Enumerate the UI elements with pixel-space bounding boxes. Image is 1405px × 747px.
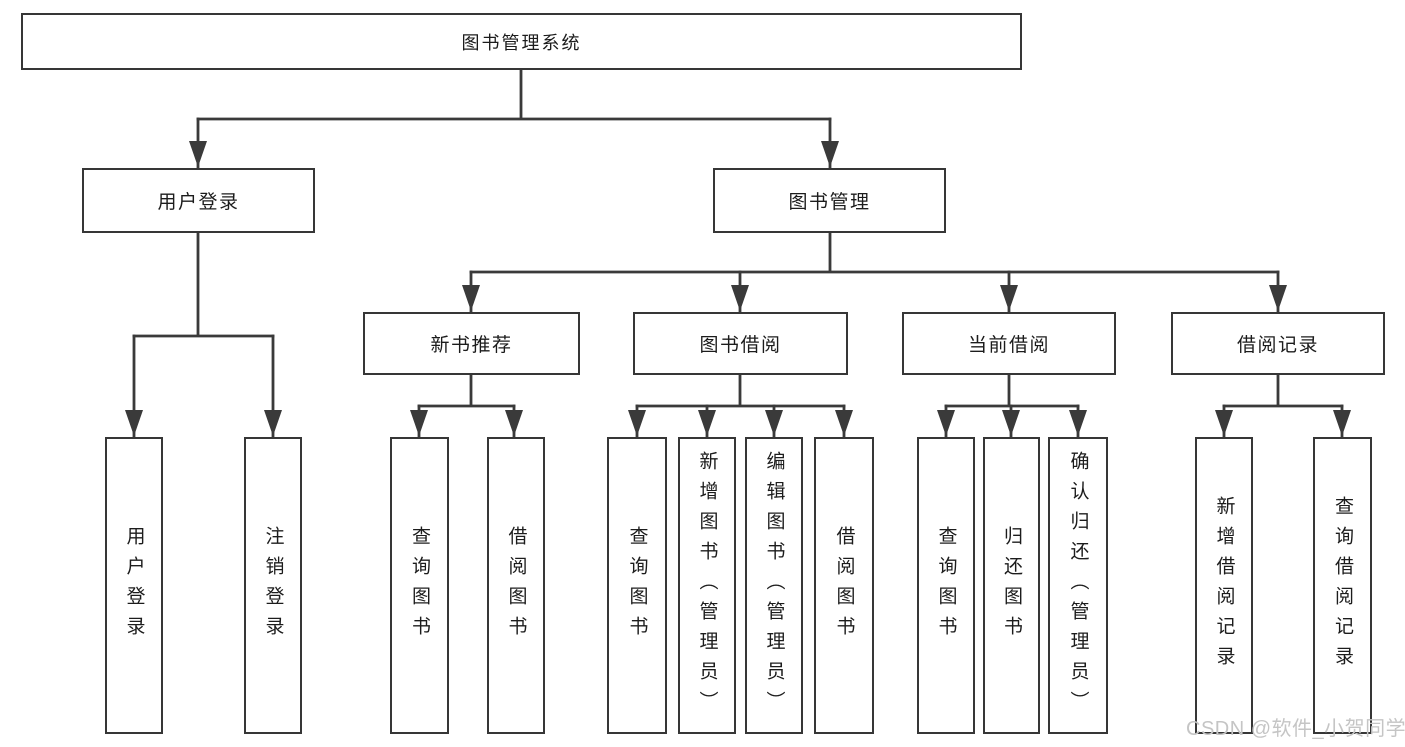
- node-label: 当前借阅: [967, 335, 1050, 356]
- node-current-borrowing: 当前借阅: [902, 312, 1116, 375]
- node-label: 注销登录: [262, 525, 284, 646]
- leaf-borrow-books-borrowing: 借阅图书: [814, 437, 874, 734]
- node-label: 查询图书: [935, 525, 957, 646]
- leaf-query-borrow-record: 查询借阅记录: [1313, 437, 1372, 734]
- leaf-user-login: 用户登录: [105, 437, 163, 734]
- leaf-query-books-borrowing: 查询图书: [607, 437, 667, 734]
- node-label: 新增借阅记录: [1213, 495, 1235, 676]
- node-label: 查询图书: [409, 525, 430, 646]
- node-label: 图书管理: [788, 192, 871, 213]
- node-label: 新增图书（管理员）: [696, 450, 718, 721]
- node-borrowing-records: 借阅记录: [1171, 312, 1385, 375]
- node-label: 用户登录: [123, 525, 145, 646]
- node-book-borrowing: 图书借阅: [633, 312, 848, 375]
- node-label: 图书借阅: [699, 335, 782, 356]
- leaf-query-books-current: 查询图书: [917, 437, 975, 734]
- node-label: 借阅记录: [1236, 335, 1319, 356]
- leaf-add-book-admin: 新增图书（管理员）: [678, 437, 736, 734]
- node-label: 用户登录: [157, 192, 240, 213]
- node-label: 借阅图书: [505, 525, 527, 646]
- csdn-watermark: CSDN @软件_小贺同学: [1186, 718, 1405, 740]
- edge-bookmgmt-trunk: [469, 230, 1280, 274]
- edge-root-trunk: [196, 67, 832, 121]
- leaf-confirm-return-admin: 确认归还（管理员）: [1048, 437, 1108, 734]
- node-label: 查询借阅记录: [1332, 495, 1353, 676]
- edge-recommend-trunk: [417, 373, 516, 408]
- node-library-management-system: 图书管理系统: [21, 13, 1022, 70]
- leaf-edit-book-admin: 编辑图书（管理员）: [745, 437, 803, 734]
- leaf-query-books-recommend: 查询图书: [390, 437, 449, 734]
- node-label: 归还图书: [1001, 525, 1022, 646]
- leaf-add-borrow-record: 新增借阅记录: [1195, 437, 1253, 734]
- node-label: 编辑图书（管理员）: [763, 450, 785, 721]
- node-label: 查询图书: [626, 525, 648, 646]
- edge-userlogin-trunk: [132, 230, 275, 338]
- leaf-return-books: 归还图书: [983, 437, 1040, 734]
- node-new-book-recommendation: 新书推荐: [363, 312, 580, 375]
- node-label: 新书推荐: [430, 335, 513, 356]
- node-label: 确认归还（管理员）: [1067, 450, 1089, 721]
- leaf-borrow-books-recommend: 借阅图书: [487, 437, 545, 734]
- node-book-management: 图书管理: [713, 168, 946, 233]
- leaf-logout: 注销登录: [244, 437, 302, 734]
- edge-borrowing-trunk: [635, 373, 846, 408]
- node-label: 图书管理系统: [461, 32, 582, 53]
- edge-current-trunk: [944, 373, 1080, 408]
- node-label: 借阅图书: [833, 525, 855, 646]
- node-user-login: 用户登录: [82, 168, 315, 233]
- edge-records-trunk: [1222, 373, 1344, 408]
